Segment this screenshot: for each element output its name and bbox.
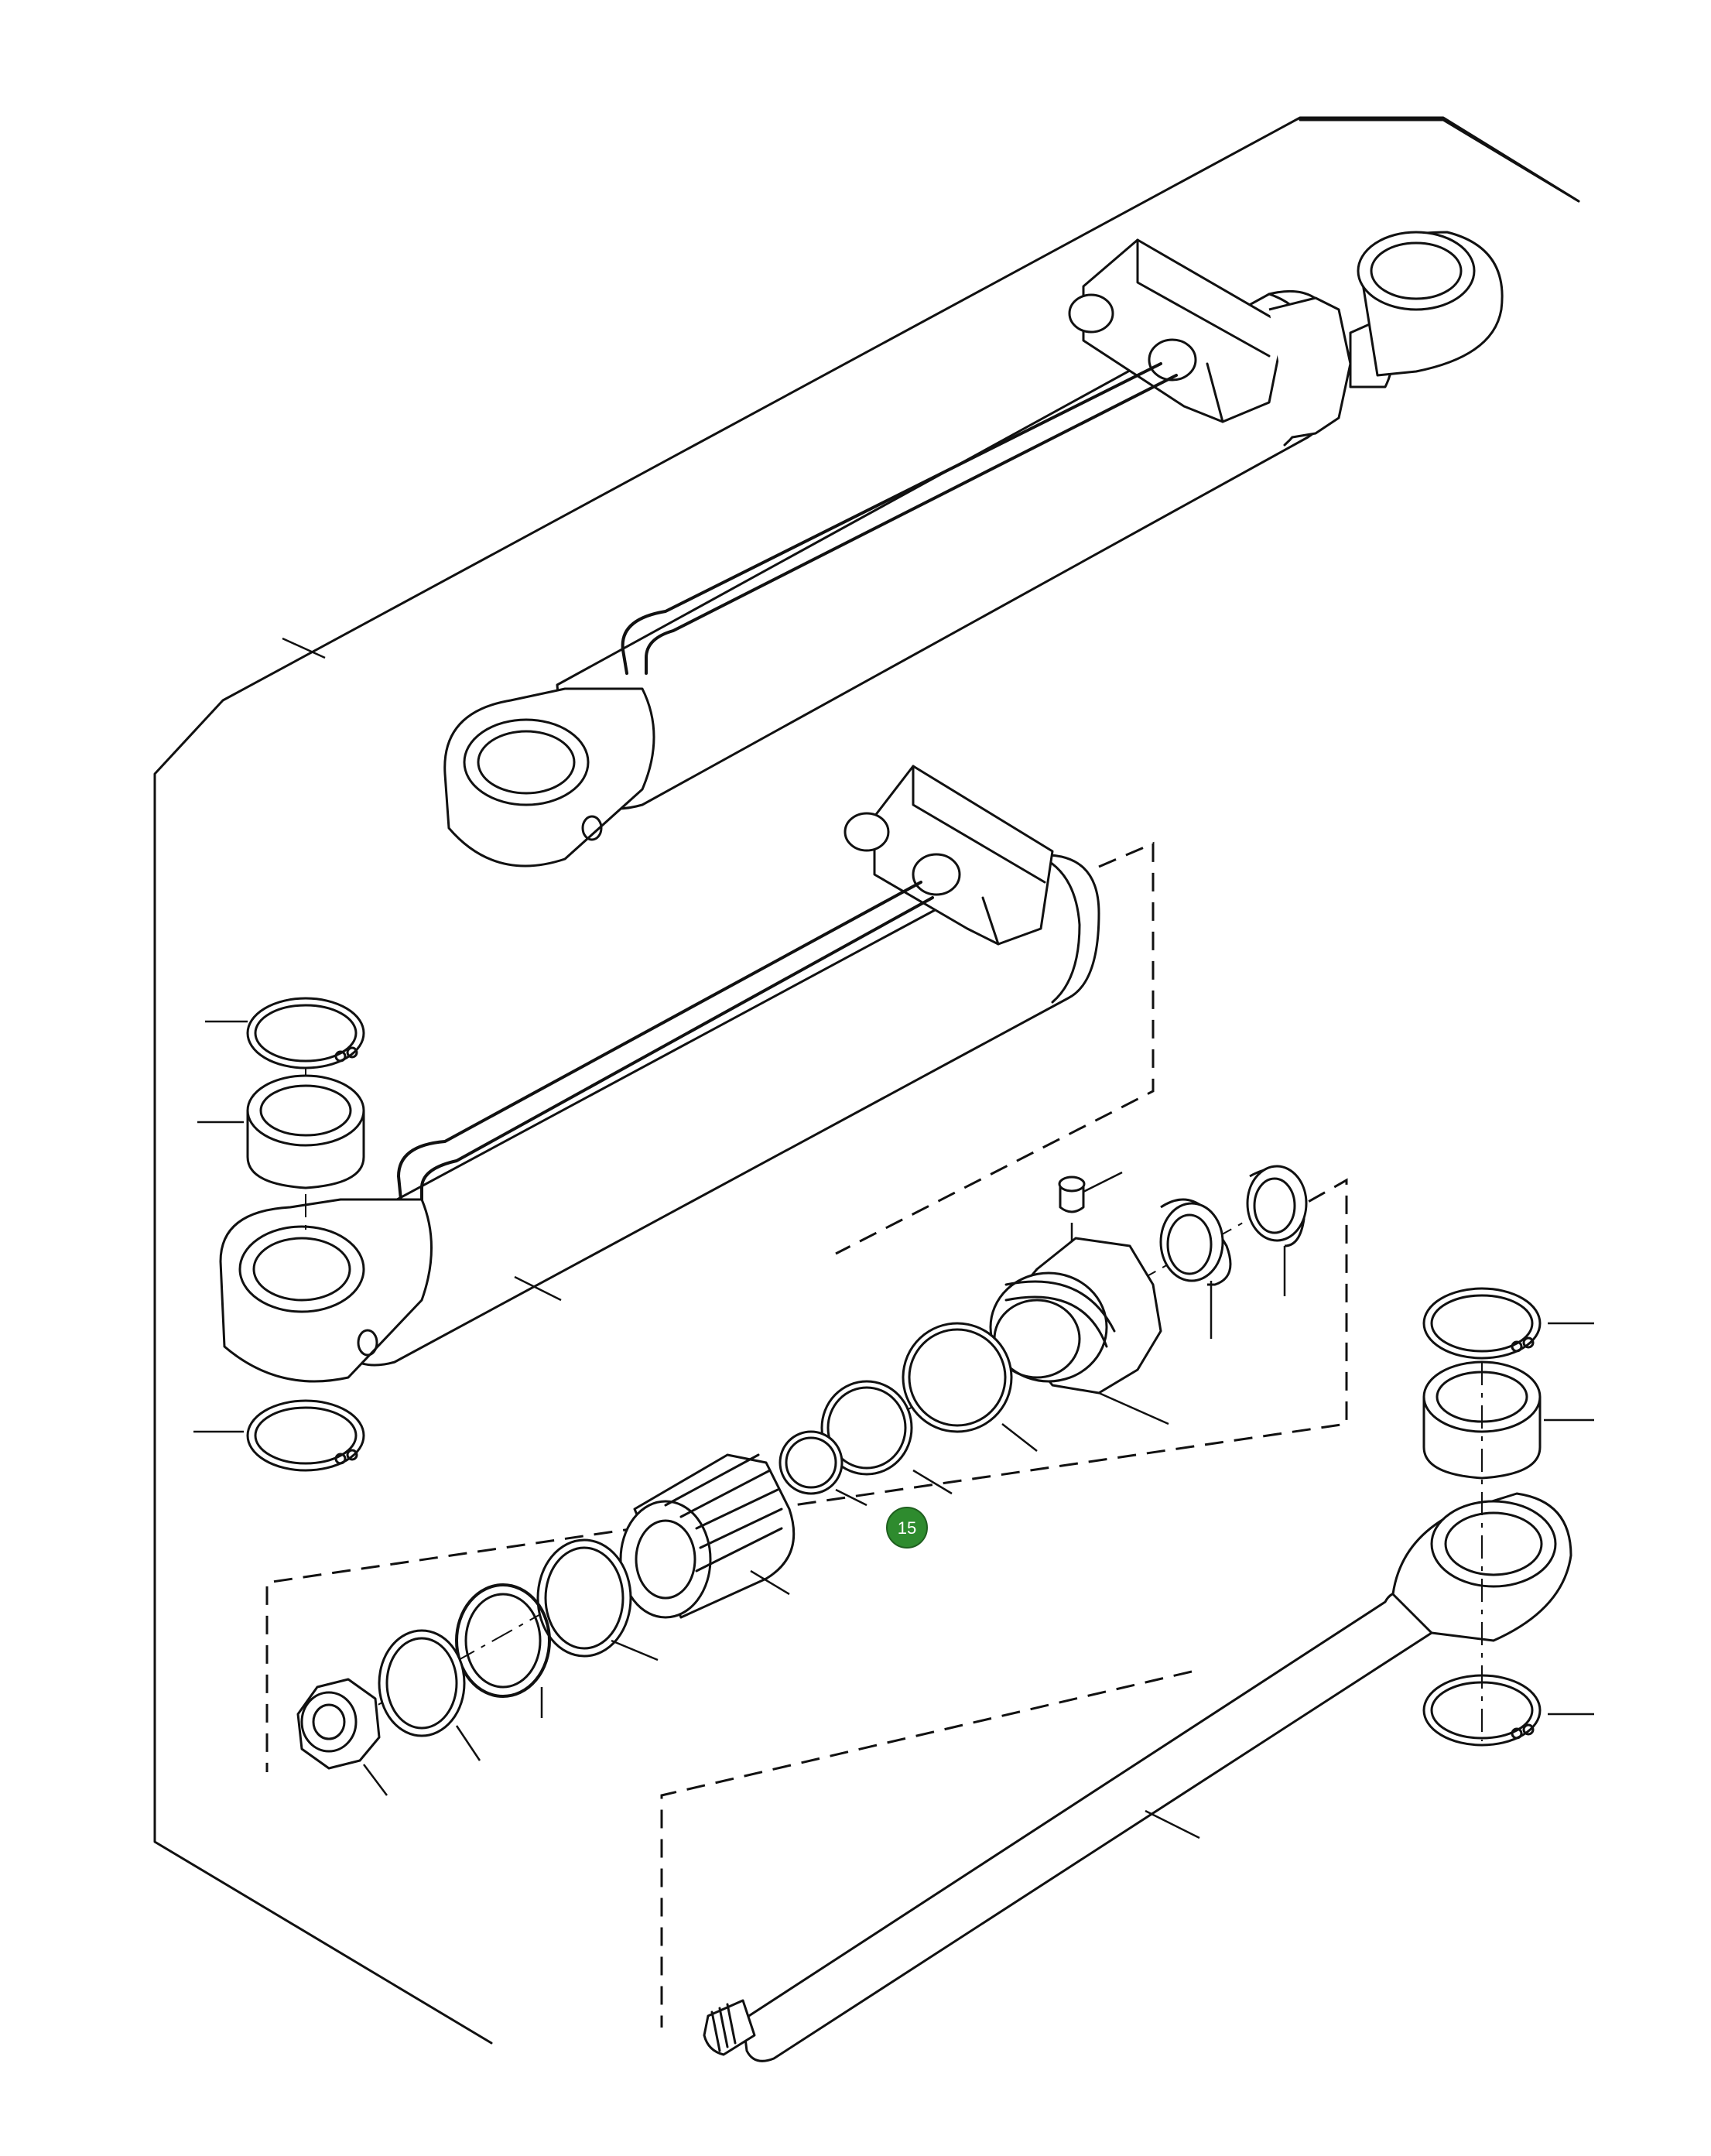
callout-15[interactable]: 15: [886, 1507, 928, 1549]
callout-15-label: 15: [898, 1518, 916, 1538]
assembly-outline-frame: [153, 116, 1580, 2045]
seal-kit-parts: [296, 1165, 1308, 1796]
piston-rod: [703, 1492, 1572, 2062]
rod-dashed-box: [660, 1670, 1193, 2028]
callout-15-circle[interactable]: [886, 1507, 928, 1549]
cylinder-barrel: [219, 765, 1100, 1383]
left-seals: [193, 997, 365, 1472]
right-seals: [1422, 1287, 1594, 1747]
assembled-cylinder-top: [443, 231, 1504, 868]
assembly-outline: [1299, 118, 1580, 203]
assembly-leader: [282, 637, 326, 659]
barrel-dashed-box: [835, 841, 1155, 1255]
seal-kit-dashed-box: [265, 1178, 1348, 1772]
